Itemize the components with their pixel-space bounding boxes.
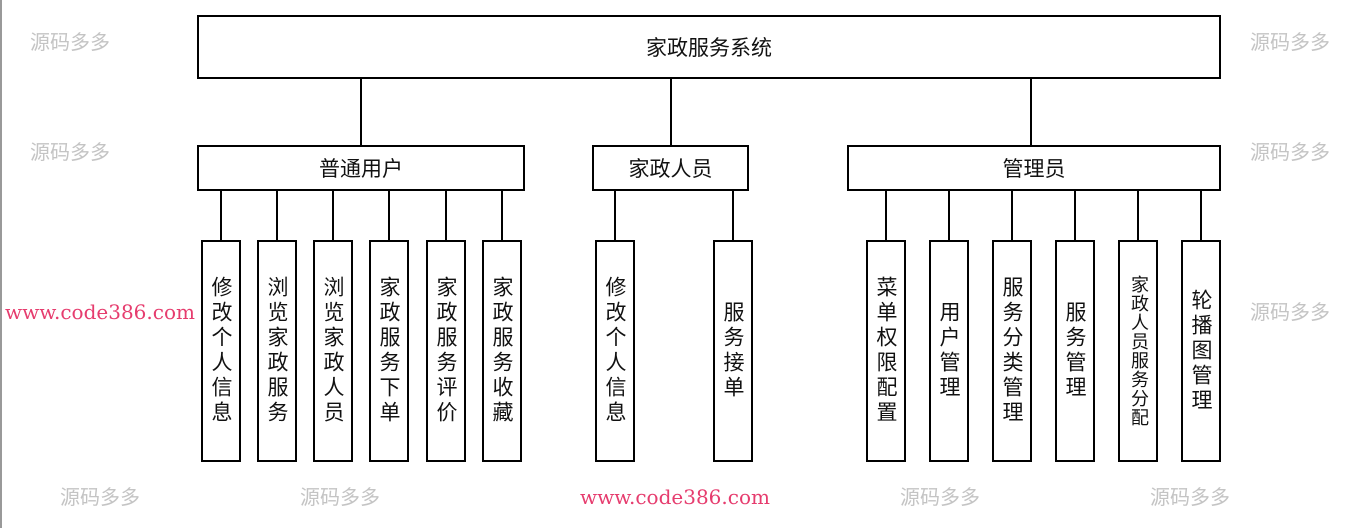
group-label: 普通用户 bbox=[319, 157, 403, 181]
connector-line bbox=[332, 190, 334, 241]
leaf-node: 修改个人信息 bbox=[201, 240, 241, 462]
group-node: 家政人员 bbox=[592, 145, 749, 191]
leaf-node: 家政服务收藏 bbox=[482, 240, 522, 462]
group-node: 管理员 bbox=[847, 145, 1221, 191]
root-node: 家政服务系统 bbox=[197, 15, 1221, 79]
watermark: 源码多多 bbox=[300, 485, 380, 509]
leaf-node: 轮播图管理 bbox=[1181, 240, 1221, 462]
leaf-node: 服务分类管理 bbox=[992, 240, 1032, 462]
watermark: 源码多多 bbox=[30, 30, 110, 54]
leaf-node: 家政人员服务分配 bbox=[1118, 240, 1158, 462]
watermark: 源码多多 bbox=[1150, 485, 1230, 509]
leaf-node: 服务管理 bbox=[1055, 240, 1095, 462]
connector-line bbox=[445, 190, 447, 241]
left-border bbox=[0, 0, 2, 528]
connector-line bbox=[1030, 78, 1032, 146]
leaf-node: 浏览家政人员 bbox=[313, 240, 353, 462]
connector-line bbox=[1011, 190, 1013, 241]
connector-line bbox=[276, 190, 278, 241]
connector-line bbox=[360, 78, 362, 146]
leaf-node: 浏览家政服务 bbox=[257, 240, 297, 462]
root-label: 家政服务系统 bbox=[646, 36, 772, 60]
group-node: 普通用户 bbox=[197, 145, 525, 191]
connector-line bbox=[614, 190, 616, 241]
watermark: 源码多多 bbox=[60, 485, 140, 509]
connector-line bbox=[1074, 190, 1076, 241]
connector-line bbox=[220, 190, 222, 241]
connector-line bbox=[948, 190, 950, 241]
leaf-node: 菜单权限配置 bbox=[866, 240, 906, 462]
url-watermark: www.code386.com bbox=[580, 485, 770, 509]
connector-line bbox=[885, 190, 887, 241]
group-label: 管理员 bbox=[1002, 157, 1066, 181]
watermark: 源码多多 bbox=[30, 140, 110, 164]
leaf-node: 用户管理 bbox=[929, 240, 969, 462]
connector-line bbox=[388, 190, 390, 241]
connector-line bbox=[1200, 190, 1202, 241]
leaf-node: 修改个人信息 bbox=[595, 240, 635, 462]
connector-line bbox=[732, 190, 734, 241]
watermark: 源码多多 bbox=[1250, 30, 1330, 54]
watermark: 源码多多 bbox=[1250, 300, 1330, 324]
leaf-node: 家政服务下单 bbox=[369, 240, 409, 462]
watermark: 源码多多 bbox=[900, 485, 980, 509]
watermark: 源码多多 bbox=[1250, 140, 1330, 164]
group-label: 家政人员 bbox=[628, 157, 713, 181]
connector-line bbox=[1137, 190, 1139, 241]
connector-line bbox=[670, 78, 672, 146]
connector-line bbox=[501, 190, 503, 241]
leaf-node: 家政服务评价 bbox=[426, 240, 466, 462]
leaf-node: 服务接单 bbox=[713, 240, 753, 462]
url-watermark: www.code386.com bbox=[5, 300, 195, 324]
